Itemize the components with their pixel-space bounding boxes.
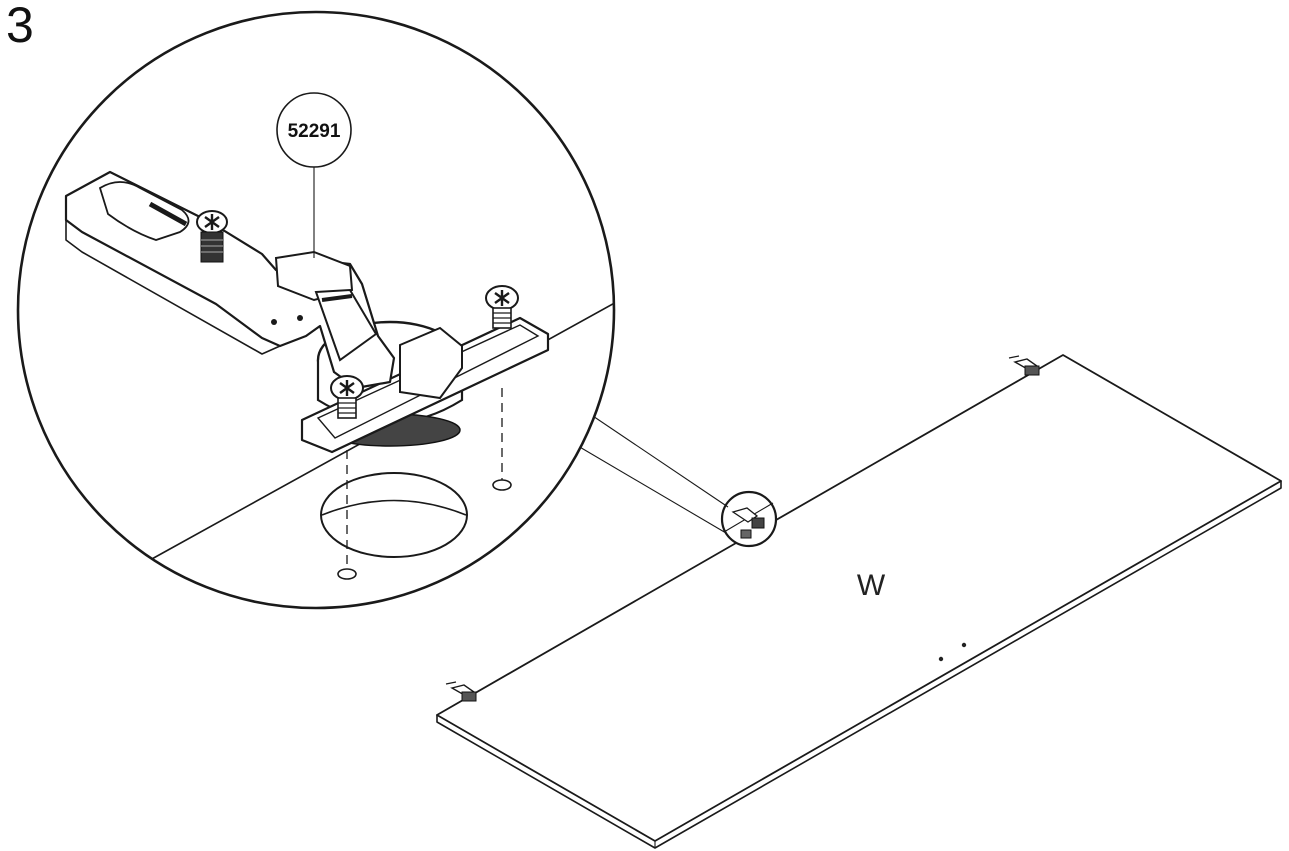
detail-circle-small	[720, 490, 778, 548]
magnified-detail: 52291	[16, 10, 616, 610]
hinge-icon	[445, 681, 477, 702]
leader-line	[577, 445, 727, 534]
pre-drilled-hole	[938, 656, 944, 662]
hinge-icon	[1008, 355, 1040, 376]
door-panel	[436, 354, 1282, 849]
screw-hole	[337, 568, 357, 580]
step-number: 3	[6, 0, 34, 53]
part-callout-bubble	[276, 92, 352, 168]
pre-drilled-hole	[961, 642, 967, 648]
part-number-label: 52291	[288, 121, 341, 142]
leader-line	[580, 407, 729, 508]
hinge-icon	[64, 170, 550, 454]
panel-label: W	[857, 569, 886, 602]
screw-hole	[492, 479, 512, 491]
hinge-cup-hole-icon	[320, 472, 468, 558]
screw-icon	[196, 210, 228, 263]
